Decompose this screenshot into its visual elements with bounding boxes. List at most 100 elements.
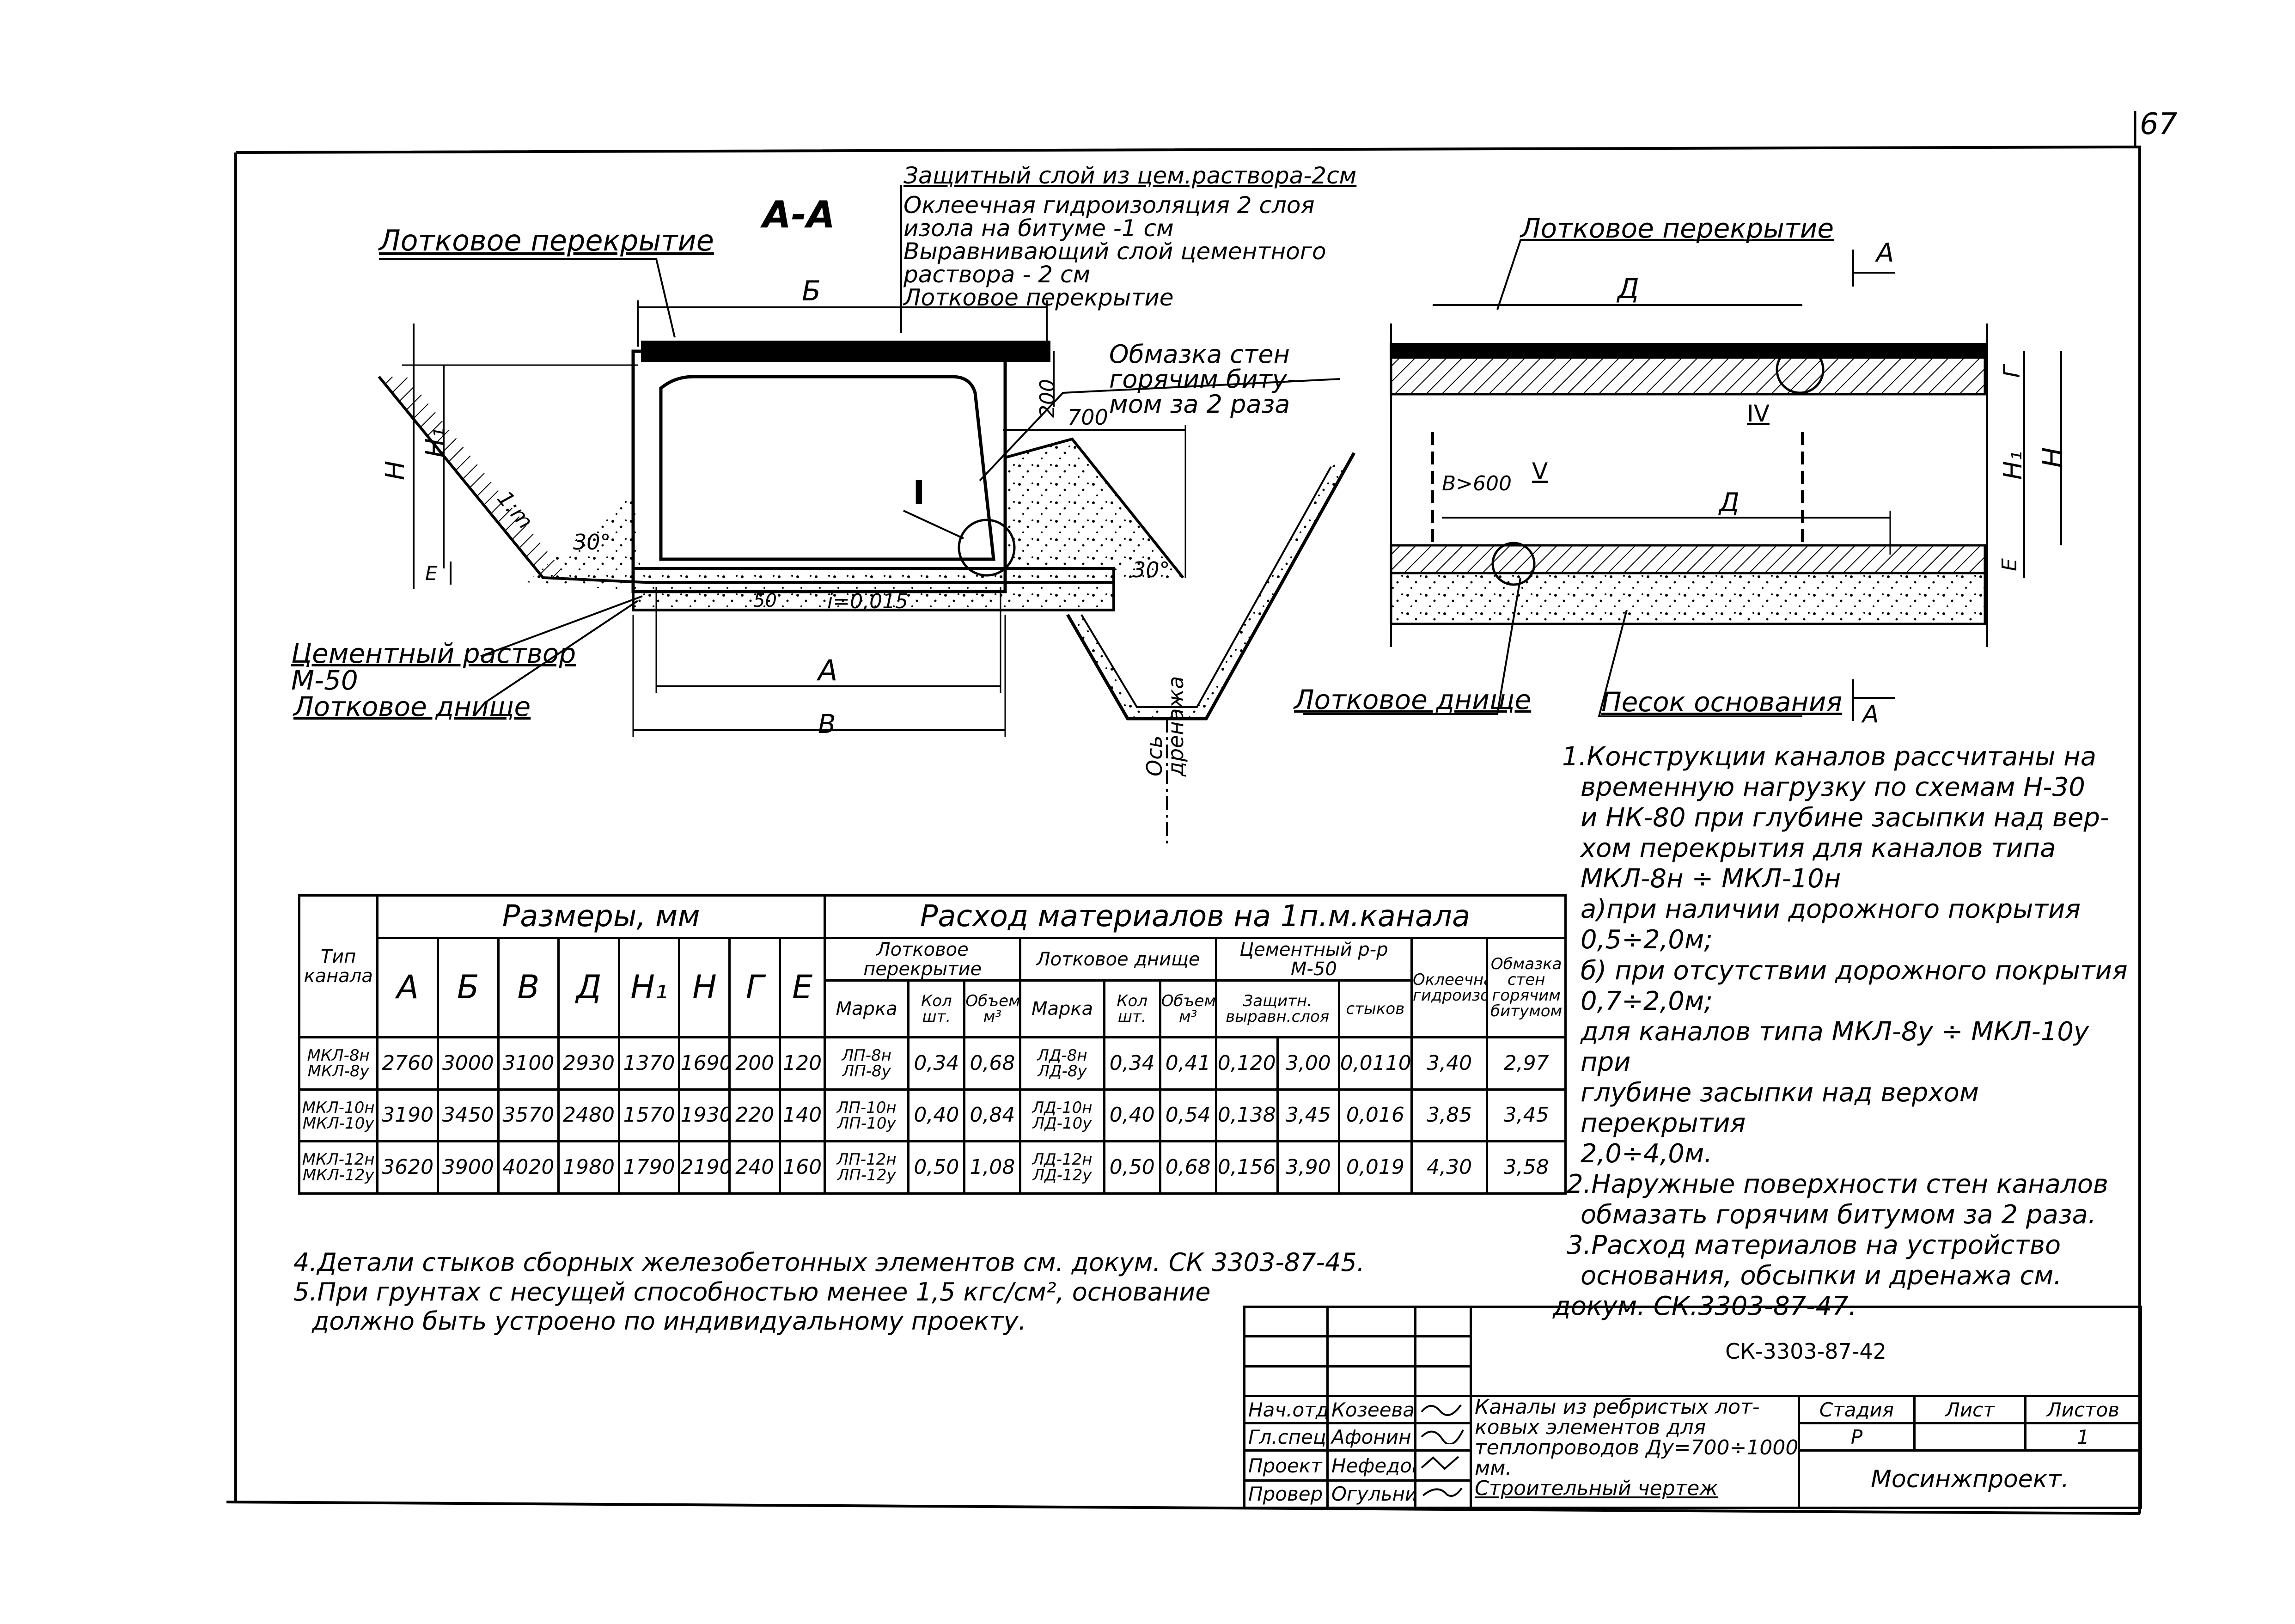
lid-mark-n: ЛП-10н <box>836 1098 897 1117</box>
layer-3: изола на битуме -1 см <box>903 215 1174 242</box>
longitudinal-section <box>1303 239 2062 721</box>
note-line: а)при наличии дорожного покрытия <box>1581 894 2081 925</box>
cell-d: 1980 <box>557 1140 620 1195</box>
note-line: 1.Конструкции каналов рассчитаны на <box>1562 742 2097 772</box>
doc-code: СК-3303-87-42 <box>1469 1305 2142 1398</box>
obmaz-header: Обмазка стен горячим битумом <box>1486 937 1567 1039</box>
role: Гл.спец <box>1243 1422 1329 1452</box>
dim-700: 700 <box>1068 405 1108 430</box>
lid-mark-n: ЛП-8н <box>842 1046 891 1065</box>
note-line: 0,7÷2,0м; <box>1581 986 1713 1016</box>
type-u: МКЛ-8у <box>307 1062 369 1081</box>
title-line: ковых элементов для <box>1475 1416 1706 1440</box>
drawing-frame <box>226 111 2141 1515</box>
lid-mark-u: ЛП-12у <box>837 1166 896 1185</box>
note-line: для каналов типа МКЛ-8у ÷ МКЛ-10у при <box>1581 1016 2089 1077</box>
dim-h-left: Н <box>380 460 411 481</box>
person-name: Огульник <box>1326 1479 1416 1509</box>
section-label: А-А <box>763 193 836 236</box>
bot-vol-header: Объем м³ <box>1159 979 1217 1039</box>
cell-v: 3570 <box>497 1088 560 1143</box>
cell-e: 140 <box>779 1088 826 1143</box>
cell-bot-qty: 0,34 <box>1103 1036 1161 1091</box>
dim-header-d: Д <box>557 937 620 1039</box>
bot-mark-u: ЛД-10у <box>1032 1114 1092 1133</box>
cell-b: 3000 <box>436 1036 500 1091</box>
dim-header-a: А <box>376 937 439 1039</box>
dim-header-e: Е <box>779 937 826 1039</box>
cell-lid-vol: 0,68 <box>963 1036 1022 1091</box>
coating-line-2: горячим биту- <box>1109 365 1296 394</box>
cell-c2: 3,90 <box>1276 1140 1340 1195</box>
node-4: IV <box>1747 400 1770 427</box>
drain-axis-line-1: Ось <box>1142 735 1167 776</box>
lid-mark-header: Марка <box>823 979 910 1039</box>
cell-h: 1930 <box>678 1088 731 1143</box>
note-line: глубине засыпки над верхом перекрытия <box>1581 1077 1979 1138</box>
sheets-value: 1 <box>2024 1422 2142 1452</box>
label-bottom-right: Лотковое днище <box>1294 684 1532 715</box>
blank-cell <box>1414 1305 1472 1338</box>
cell-lid-qty: 0,40 <box>907 1088 966 1143</box>
layer-1: Защитный слой из цем.раствора-2см <box>903 162 1357 189</box>
bot-mark-u: ЛД-8у <box>1038 1062 1087 1081</box>
cell-c2: 3,45 <box>1276 1088 1340 1143</box>
role: Проект <box>1243 1449 1329 1482</box>
node-1: I <box>913 473 925 512</box>
dim-header-v: В <box>497 937 560 1039</box>
cell-lid-qty: 0,34 <box>907 1036 966 1091</box>
cell-c1: 0,156 <box>1215 1140 1279 1195</box>
layer-4: Выравнивающий слой цементного <box>903 238 1326 265</box>
cell-c3: 0,0110 <box>1337 1036 1413 1091</box>
cell-c1: 0,138 <box>1215 1088 1279 1143</box>
dim-header-h: Н <box>678 937 731 1039</box>
layer-5: раствора - 2 см <box>903 261 1091 288</box>
dim-h1-right: Н₁ <box>1998 451 2028 480</box>
note-line: 3.Расход материалов на устройство <box>1567 1230 2061 1261</box>
label-bottom-left: Лотковое днище <box>293 691 531 722</box>
cell-h1: 1570 <box>617 1088 681 1143</box>
cell-obmaz: 3,45 <box>1486 1088 1567 1143</box>
title-block: СК-3303-87-42 Нач.отд Козеева Каналы из … <box>1243 1305 2142 1509</box>
coating-line-1: Обмазка стен <box>1109 340 1290 369</box>
prot-header: Защитн. выравн.слоя <box>1215 979 1340 1039</box>
cell-g: 220 <box>728 1088 781 1143</box>
materials-table: Тип канала Размеры, мм Расход материалов… <box>298 894 1567 1195</box>
type-u: МКЛ-10у <box>302 1114 374 1133</box>
stage-header: Стадия <box>1798 1395 1916 1425</box>
title-line: Каналы из ребристых лот- <box>1475 1396 1760 1419</box>
bot-mark-header: Марка <box>1019 979 1105 1039</box>
type-n: МКЛ-12н <box>302 1150 375 1169</box>
bot-mark-n: ЛД-12н <box>1032 1150 1093 1169</box>
cell-gidro: 3,85 <box>1410 1088 1489 1143</box>
lid-vol-header: Объем м³ <box>963 979 1022 1039</box>
sheet-value <box>1913 1422 2026 1452</box>
cell-a: 3190 <box>376 1088 439 1143</box>
blank-cell <box>1243 1335 1329 1368</box>
blank-cell <box>1414 1335 1472 1368</box>
dim-h-right: Н <box>2037 447 2069 468</box>
dim-e-right: Е <box>1997 558 2021 571</box>
cell-bot-vol: 0,68 <box>1159 1140 1217 1195</box>
cell-v: 4020 <box>497 1140 560 1195</box>
label-lid-left: Лотковое перекрытие <box>379 224 714 257</box>
bottom-note-line: должно быть устроено по индивидуальному … <box>312 1307 1026 1336</box>
dim-d-mid: Д <box>1719 488 1740 518</box>
cell-obmaz: 2,97 <box>1486 1036 1567 1091</box>
bot-qty-header: Кол шт. <box>1103 979 1161 1039</box>
cell-c3: 0,019 <box>1337 1140 1413 1195</box>
dim-v: В <box>818 709 836 739</box>
lid-qty-header: Кол шт. <box>907 979 966 1039</box>
dim-d-top: Д <box>1617 273 1639 305</box>
cell-c3: 0,016 <box>1337 1088 1413 1143</box>
dim-b-top: Б <box>802 275 821 307</box>
bottom-notes: 4.Детали стыков сборных железобетонных э… <box>293 1248 1403 1336</box>
bot-mark-n: ЛД-10н <box>1032 1098 1093 1117</box>
angle-right: 30° <box>1132 557 1170 582</box>
